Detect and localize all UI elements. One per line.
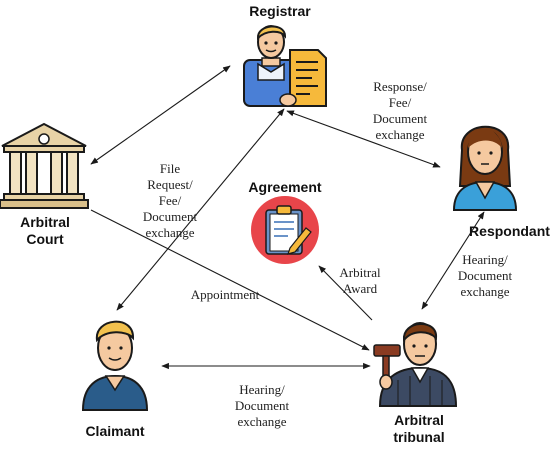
claimant-label: Claimant <box>85 423 145 439</box>
judge-with-gavel-icon <box>373 322 458 407</box>
edge-registrar-claimant <box>116 108 285 311</box>
claimant-avatar-icon <box>81 320 149 411</box>
tribunal-agreement-edge-label: Arbitral Award <box>339 265 381 296</box>
respondant-avatar-icon <box>452 125 518 211</box>
claimant-tribunal-edge-label: Hearing/ Document exchange <box>234 382 290 429</box>
agreement-label: Agreement <box>248 179 322 195</box>
registrar-icon <box>243 25 327 107</box>
edge-registrar-respondant <box>286 110 441 168</box>
connectors <box>90 65 485 370</box>
court-tribunal-edge-label: Appointment <box>190 287 260 302</box>
registrar-label: Registrar <box>249 3 311 19</box>
registrar-claimant-edge-label: File Request/ Fee/ Document exchange <box>142 161 198 240</box>
registrar-respondant-edge-label: Response/ Fee/ Document exchange <box>372 79 428 142</box>
arbitral-court-label: Arbitral Court <box>20 214 70 247</box>
arbitral-tribunal-label: Arbitral tribunal <box>393 412 445 445</box>
respondant-tribunal-edge-label: Hearing/ Document exchange <box>457 252 513 299</box>
edge-registrar-court <box>90 65 231 165</box>
edge-tribunal-agreement <box>318 265 373 321</box>
court-building-icon <box>0 122 89 209</box>
respondant-label: Respondant <box>469 223 550 239</box>
edge-respondant-tribunal <box>421 211 485 310</box>
agreement-clipboard-icon <box>251 196 319 264</box>
edge-court-tribunal <box>90 209 370 351</box>
